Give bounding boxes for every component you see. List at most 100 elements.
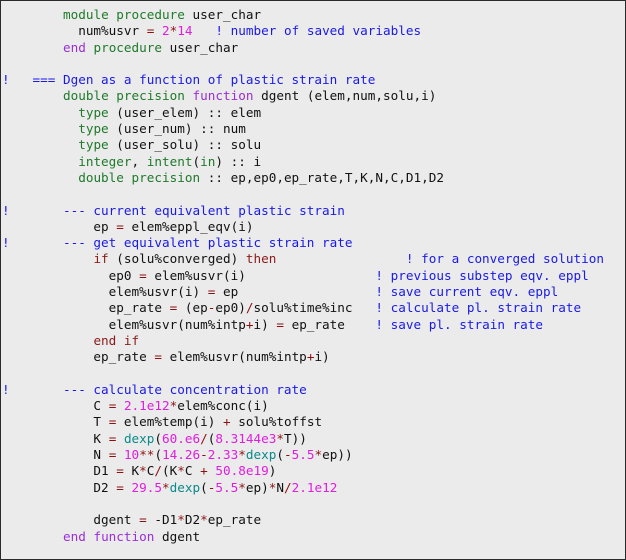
code-line[interactable]: D2 = 29.5*dexp(-5.5*ep)*N/2.1e12 — [2, 480, 604, 496]
operator: * — [238, 479, 246, 495]
keyword: end — [62, 39, 86, 55]
code-text: , — [131, 153, 147, 169]
code-line[interactable]: end procedure user_char — [2, 40, 604, 56]
code-text: ep_rate — [283, 316, 345, 332]
operator: * — [276, 430, 284, 446]
operator: - — [207, 479, 216, 495]
code-line[interactable]: C = 2.1e12*elem%conc(i) — [2, 398, 604, 414]
code-text: ep_rate — [207, 512, 262, 528]
operator: = — [276, 316, 284, 332]
operator: * — [139, 463, 147, 479]
number-literal: 14.26 — [162, 447, 201, 463]
code-text: user_char — [162, 39, 239, 55]
code-text: ep)) — [322, 447, 353, 463]
code-text: ep) — [245, 479, 269, 495]
operator: = — [139, 267, 147, 283]
code-line[interactable]: if (solu%converged) then ! for a converg… — [2, 251, 604, 267]
code-line[interactable]: ep_rate = (ep-ep0)/solu%time%inc ! calcu… — [2, 300, 604, 316]
code-text: (user_solu) :: solu — [108, 137, 262, 153]
code-line[interactable]: N = 10**(14.26-2.33*dexp(-5.5*ep)) — [2, 447, 604, 463]
keyword: module procedure — [62, 7, 185, 22]
code-line[interactable]: elem%usvr(num%intp+i) = ep_rate ! save p… — [2, 317, 604, 333]
code-text: N — [2, 447, 109, 463]
intrinsic-function: dexp — [123, 430, 155, 446]
code-text: ( — [276, 447, 285, 463]
fortran-source-code[interactable]: module procedure user_char num%usvr = 2*… — [2, 7, 604, 545]
keyword: double precision — [78, 169, 201, 185]
code-text: -D1 — [146, 512, 178, 528]
code-line[interactable]: ep_rate = elem%usvr(num%intp+i) — [2, 349, 604, 365]
operator: = — [108, 447, 117, 463]
code-line[interactable]: ! --- current equivalent plastic strain — [2, 203, 604, 219]
code-text: elem%conc(i) — [177, 398, 269, 414]
code-text: ( — [154, 430, 163, 446]
operator: = — [154, 349, 163, 365]
code-text: ) :: i — [215, 153, 262, 169]
code-text: (user_elem) :: elem — [108, 104, 262, 120]
code-text — [2, 7, 63, 22]
code-text: ( — [192, 153, 201, 169]
code-line[interactable]: ep = elem%eppl_eqv(i) — [2, 219, 604, 235]
blank-line[interactable] — [2, 186, 604, 202]
operator: = — [207, 284, 216, 300]
code-line[interactable]: type (user_solu) :: solu — [2, 137, 604, 153]
code-line[interactable]: elem%usvr(i) = ep ! save current eqv. ep… — [2, 284, 604, 300]
code-line[interactable]: end function dgent — [2, 529, 604, 545]
keyword: type — [78, 121, 109, 137]
code-text: (solu%converged) — [108, 251, 246, 267]
code-text — [2, 251, 93, 266]
operator: * — [169, 398, 178, 414]
code-line[interactable]: D1 = K*C/(K*C + 50.8e19) — [2, 463, 604, 479]
code-line[interactable]: type (user_elem) :: elem — [2, 105, 604, 121]
blank-line[interactable] — [2, 496, 604, 512]
code-line[interactable]: module procedure user_char — [2, 7, 604, 23]
code-line[interactable]: ! --- get equivalent plastic strain rate — [2, 235, 604, 251]
code-line[interactable]: type (user_num) :: num — [2, 121, 604, 137]
code-text: (user_num) :: num — [108, 121, 246, 137]
code-line[interactable]: dgent = -D1*D2*ep_rate — [2, 512, 604, 528]
code-text: dgent (elem,num,solu,i) — [253, 88, 437, 104]
number-literal: 29.5 — [131, 479, 163, 495]
blank-line[interactable] — [2, 56, 604, 72]
code-line[interactable]: double precision :: ep,ep0,ep_rate,T,K,N… — [2, 170, 604, 186]
code-line[interactable]: T = elem%temp(i) + solu%toffst — [2, 414, 604, 430]
operator: / — [200, 430, 208, 446]
code-text: elem%usvr(i) — [146, 267, 246, 283]
code-text — [2, 121, 78, 136]
code-line[interactable]: K = dexp(60.e6/(8.3144e3*T)) — [2, 431, 604, 447]
operator: = — [108, 414, 117, 430]
code-text: :: ep,ep0,ep_rate,T,K,N,C,D1,D2 — [200, 169, 444, 185]
keyword: in — [200, 153, 216, 169]
code-line[interactable]: ! === Dgen as a function of plastic stra… — [2, 72, 604, 88]
code-text — [2, 154, 78, 169]
operator: / — [283, 479, 292, 495]
code-text: ( — [200, 479, 208, 495]
control-keyword: then — [245, 251, 277, 267]
comment: ! --- calculate concentration rate — [2, 381, 307, 397]
number-literal: 2.1e12 — [123, 398, 170, 414]
code-line[interactable]: num%usvr = 2*14 ! number of saved variab… — [2, 23, 604, 39]
code-text — [2, 170, 78, 185]
number-literal: 5.5 — [215, 479, 239, 495]
code-line[interactable]: integer, intent(in) :: i — [2, 154, 604, 170]
number-literal: 8.3144e3 — [215, 430, 277, 446]
operator: + — [223, 414, 231, 430]
code-text: elem%usvr(num%intp — [162, 349, 307, 365]
code-text — [2, 333, 93, 348]
code-text: dgent — [2, 512, 140, 528]
operator: = — [116, 479, 124, 495]
code-line[interactable]: double precision function dgent (elem,nu… — [2, 88, 604, 104]
code-text: i) — [253, 316, 277, 332]
code-text: D1 — [2, 463, 117, 479]
operator: = — [116, 218, 124, 234]
code-text — [2, 529, 63, 544]
blank-line[interactable] — [2, 366, 604, 382]
number-literal: 5.5 — [291, 447, 315, 463]
code-text: K — [2, 430, 109, 446]
code-line[interactable]: ! --- calculate concentration rate — [2, 382, 604, 398]
operator: * — [177, 463, 185, 479]
number-literal: 10 — [123, 447, 140, 463]
code-line[interactable]: end if — [2, 333, 604, 349]
code-line[interactable]: ep0 = elem%usvr(i) ! previous substep eq… — [2, 268, 604, 284]
